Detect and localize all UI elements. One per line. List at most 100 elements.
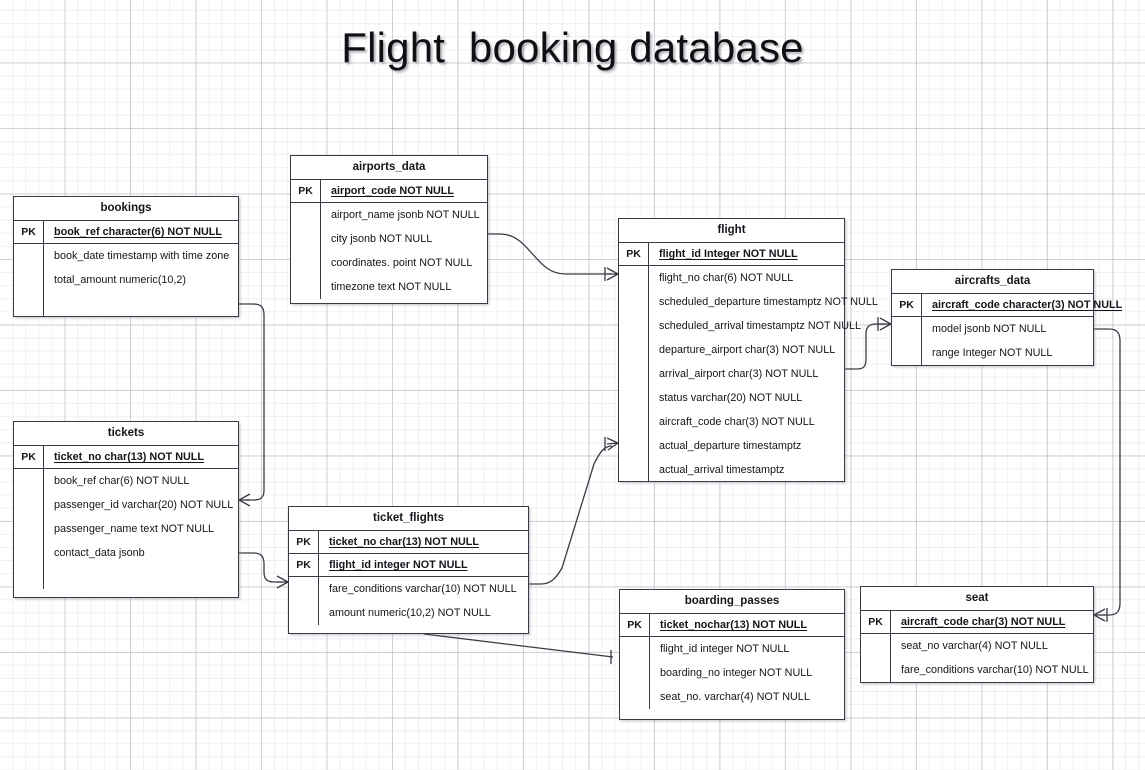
attribute-row[interactable]: city jsonb NOT NULL (291, 227, 487, 251)
key-cell (14, 244, 44, 268)
attribute-row[interactable]: timezone text NOT NULL (291, 275, 487, 299)
attribute-row[interactable]: boarding_no integer NOT NULL (620, 661, 844, 685)
key-cell (619, 458, 649, 482)
key-cell (291, 251, 321, 275)
entity-key-row[interactable]: PK flight_id Integer NOT NULL (619, 243, 844, 266)
field-name: fare_conditions varchar(10) NOT NULL (901, 664, 1089, 676)
attribute-row[interactable]: model jsonb NOT NULL (892, 317, 1093, 341)
entity-airports-data[interactable]: airports_data PK airport_code NOT NULL a… (290, 155, 488, 304)
key-label: PK (289, 554, 319, 576)
entity-attributes: fare_conditions varchar(10) NOT NULL amo… (289, 577, 528, 625)
attribute-row[interactable]: scheduled_departure timestamptz NOT NULL (619, 290, 878, 314)
field-name: departure_airport char(3) NOT NULL (659, 344, 836, 356)
entity-key-row[interactable]: PK airport_code NOT NULL (291, 180, 487, 203)
field-name: aircraft_code char(3) NOT NULL (659, 416, 815, 428)
field-name: passenger_name text NOT NULL (54, 523, 215, 535)
field-name: model jsonb NOT NULL (932, 323, 1047, 335)
entity-attributes: model jsonb NOT NULL range Integer NOT N… (892, 317, 1093, 365)
key-label: PK (14, 221, 44, 243)
entity-tickets[interactable]: tickets PK ticket_no char(13) NOT NULL b… (13, 421, 239, 598)
attribute-row[interactable]: fare_conditions varchar(10) NOT NULL (861, 658, 1093, 682)
key-label: PK (620, 614, 650, 636)
key-cell (619, 290, 649, 314)
attribute-row[interactable]: fare_conditions varchar(10) NOT NULL (289, 577, 528, 601)
entity-key-row[interactable]: PK aircraft_code char(3) NOT NULL (861, 611, 1093, 634)
key-cell (291, 227, 321, 251)
attribute-row[interactable]: book_date timestamp with time zone (14, 244, 238, 268)
key-cell (14, 268, 44, 292)
attribute-row[interactable]: contact_data jsonb (14, 541, 238, 565)
key-cell (619, 386, 649, 410)
key-cell (289, 601, 319, 625)
entity-key-row[interactable]: PK ticket_no char(13) NOT NULL (289, 531, 528, 554)
key-cell (619, 266, 649, 290)
entity-key-row[interactable]: PK flight_id integer NOT NULL (289, 554, 528, 577)
field-name: flight_id integer NOT NULL (329, 559, 468, 571)
attribute-row[interactable]: aircraft_code char(3) NOT NULL (619, 410, 844, 434)
key-label: PK (14, 446, 44, 468)
key-cell (289, 577, 319, 601)
key-cell (619, 434, 649, 458)
entity-seat[interactable]: seat PK aircraft_code char(3) NOT NULL s… (860, 586, 1094, 683)
attribute-row[interactable]: range Integer NOT NULL (892, 341, 1093, 365)
field-name: airport_name jsonb NOT NULL (331, 209, 480, 221)
key-cell (14, 493, 44, 517)
field-name: ticket_no char(13) NOT NULL (54, 451, 204, 463)
field-name: flight_id Integer NOT NULL (659, 248, 798, 260)
entity-title: airports_data (291, 156, 487, 180)
attribute-row[interactable]: airport_name jsonb NOT NULL (291, 203, 487, 227)
field-name: coordinates. point NOT NULL (331, 257, 473, 269)
entity-title: tickets (14, 422, 238, 446)
key-label: PK (619, 243, 649, 265)
attribute-row[interactable]: passenger_name text NOT NULL (14, 517, 238, 541)
entity-aircrafts-data[interactable]: aircrafts_data PK aircraft_code characte… (891, 269, 1122, 366)
key-cell (14, 469, 44, 493)
entity-key-row[interactable]: PK book_ref character(6) NOT NULL (14, 221, 238, 244)
attribute-row (14, 292, 238, 316)
key-cell (14, 292, 44, 316)
key-cell (14, 517, 44, 541)
key-cell (291, 275, 321, 299)
attribute-row[interactable]: flight_id integer NOT NULL (620, 637, 844, 661)
entity-attributes: airport_name jsonb NOT NULL city jsonb N… (291, 203, 487, 299)
field-name: scheduled_arrival timestamptz NOT NULL (659, 320, 862, 332)
field-name: actual_departure timestamptz (659, 440, 802, 452)
attribute-row[interactable]: actual_departure timestamptz (619, 434, 844, 458)
key-label: PK (291, 180, 321, 202)
field-name: aircraft_code char(3) NOT NULL (901, 616, 1066, 628)
key-label: PK (861, 611, 891, 633)
field-name: timezone text NOT NULL (331, 281, 452, 293)
attribute-row[interactable]: amount numeric(10,2) NOT NULL (289, 601, 528, 625)
edge-tickets-to-ticket-flights (239, 552, 289, 589)
entity-attributes: flight_id integer NOT NULL boarding_no i… (620, 637, 844, 709)
attribute-row[interactable]: flight_no char(6) NOT NULL (619, 266, 844, 290)
key-cell (620, 685, 650, 709)
attribute-row[interactable]: coordinates. point NOT NULL (291, 251, 487, 275)
entity-key-row[interactable]: PK ticket_nochar(13) NOT NULL (620, 614, 844, 637)
attribute-row[interactable]: seat_no varchar(4) NOT NULL (861, 634, 1093, 658)
entity-flight[interactable]: flight PK flight_id Integer NOT NULL fli… (618, 218, 878, 482)
entity-ticket-flights[interactable]: ticket_flights PK ticket_no char(13) NOT… (288, 506, 529, 634)
field-name: aircraft_code character(3) NOT NULL (932, 299, 1123, 311)
attribute-row[interactable]: departure_airport char(3) NOT NULL (619, 338, 844, 362)
attribute-row[interactable]: actual_arrival timestamptz (619, 458, 844, 482)
attribute-row[interactable]: total_amount numeric(10,2) (14, 268, 238, 292)
key-cell (291, 203, 321, 227)
field-name: status varchar(20) NOT NULL (659, 392, 803, 404)
field-name: scheduled_departure timestamptz NOT NULL (659, 296, 878, 308)
key-label: PK (892, 294, 922, 316)
key-cell (14, 541, 44, 565)
attribute-row[interactable]: status varchar(20) NOT NULL (619, 386, 844, 410)
edge-aircrafts-to-seat (1093, 328, 1121, 622)
attribute-row[interactable]: passenger_id varchar(20) NOT NULL (14, 493, 238, 517)
attribute-row[interactable]: arrival_airport char(3) NOT NULL (619, 362, 844, 386)
entity-key-row[interactable]: PK aircraft_code character(3) NOT NULL (892, 294, 1122, 317)
entity-bookings[interactable]: bookings PK book_ref character(6) NOT NU… (13, 196, 239, 317)
attribute-row[interactable]: book_ref char(6) NOT NULL (14, 469, 238, 493)
attribute-row[interactable]: scheduled_arrival timestamptz NOT NULL (619, 314, 861, 338)
entity-attributes: book_ref char(6) NOT NULL passenger_id v… (14, 469, 238, 589)
field-name: fare_conditions varchar(10) NOT NULL (329, 583, 517, 595)
entity-boarding-passes[interactable]: boarding_passes PK ticket_nochar(13) NOT… (619, 589, 845, 720)
entity-key-row[interactable]: PK ticket_no char(13) NOT NULL (14, 446, 238, 469)
attribute-row[interactable]: seat_no. varchar(4) NOT NULL (620, 685, 844, 709)
